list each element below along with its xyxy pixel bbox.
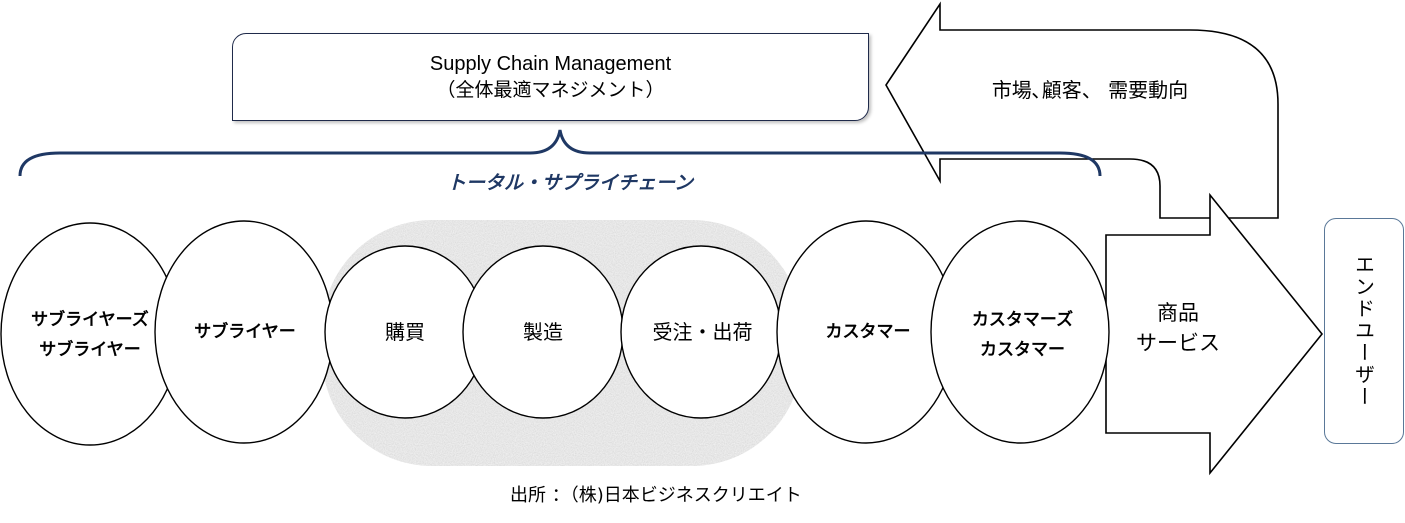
node-label-purchasing: 購買 bbox=[385, 320, 425, 344]
scm-box: Supply Chain Management （全体最適マネジメント） bbox=[232, 33, 869, 121]
node-label-manufacturing: 製造 bbox=[523, 320, 563, 344]
end-user-label: エンドユーザー bbox=[1351, 254, 1376, 408]
node-label-suppliers-supplier: サブライヤーズサブライヤー bbox=[31, 310, 149, 360]
node-label-customer: カスタマー bbox=[825, 322, 911, 342]
node-label-customers-customer: カスタマーズカスタマー bbox=[971, 310, 1074, 360]
total-supply-chain-brace bbox=[18, 129, 1102, 177]
node-label-order-shipping: 受注・出荷 bbox=[652, 320, 753, 344]
node-label-supplier: サブライヤー bbox=[194, 322, 296, 342]
total-supply-chain-label: トータル・サプライチェーン bbox=[446, 172, 694, 194]
product-service-label: 商品 サービス bbox=[1136, 301, 1220, 355]
market-feedback-arrow bbox=[885, 1, 1279, 219]
market-demand-label: 市場､顧客、 需要動向 bbox=[991, 78, 1189, 102]
node-ellipse-customers-customer bbox=[930, 220, 1110, 444]
source-credit: 出所 ：（株)日本ビジネスクリエイト bbox=[510, 485, 802, 506]
product-service-arrow bbox=[1105, 192, 1324, 476]
scm-subtitle: （全体最適マネジメント） bbox=[436, 79, 665, 101]
scm-title: Supply Chain Management bbox=[429, 53, 672, 75]
end-user-box: エンドユーザー bbox=[1324, 218, 1404, 444]
